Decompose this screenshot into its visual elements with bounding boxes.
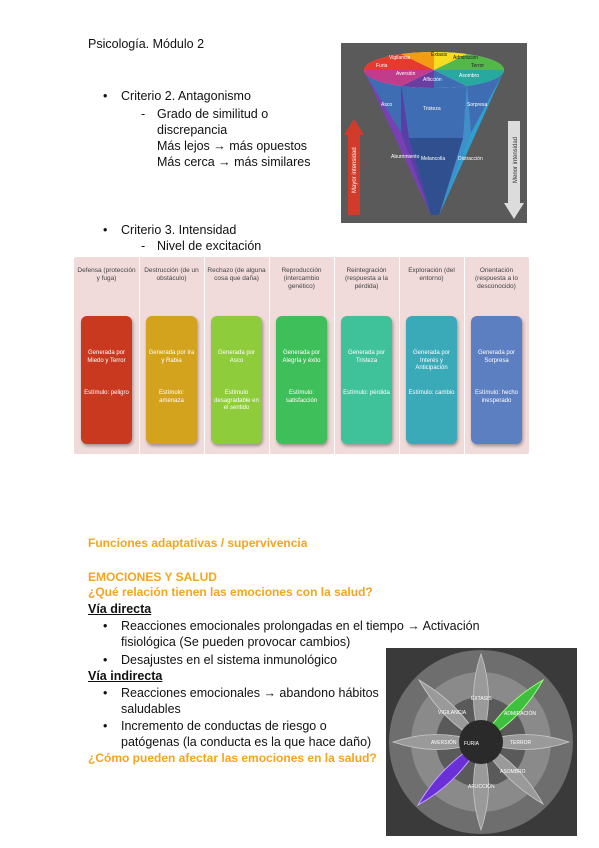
function-head: Exploración (del entorno)	[408, 267, 455, 282]
function-head: Destrucción (de un obstáculo)	[144, 267, 199, 282]
cone-label-extasis: Éxtasis	[431, 51, 448, 58]
criterio2-line2: Más cerca → más similares	[157, 155, 311, 169]
wheel-label-asombro: ASOMBRO	[500, 769, 526, 775]
cone-label-sorpresa: Sorpresa	[467, 102, 488, 108]
cone-label-aburrimiento: Aburrimiento	[391, 154, 420, 160]
pill-stimulus: Estímulo: satisfacción	[285, 390, 318, 404]
cone-label-asombro: Asombro	[459, 73, 479, 79]
pill-stimulus: Estímulo desagradable en el sentido	[214, 390, 259, 411]
pill-stimulus: Estímulo: peligro	[84, 390, 129, 396]
function-pill: Generada por Interés y Anticipación Estí…	[406, 316, 457, 444]
function-pill: Generada por Asco Estímulo desagradable …	[211, 316, 262, 444]
question-2: ¿Cómo pueden afectar las emociones en la…	[88, 751, 377, 765]
pill-generator: Generada por Interés y Anticipación	[412, 350, 451, 371]
pill-stimulus: Estímulo: cambio	[408, 390, 455, 396]
cone-left-label: Mayor intensidad	[352, 147, 358, 193]
criterio2-line1: Más lejos → más opuestos	[157, 139, 308, 153]
indirecta-item-2: Incremento de conductas de riesgo o	[103, 718, 327, 734]
pill-generator: Generada por Miedo y Terror	[87, 350, 126, 364]
function-column: Exploración (del entorno) Generada por I…	[399, 257, 465, 454]
cone-label-admiracion: Admiración	[453, 55, 478, 61]
cone-label-asco: Asco	[381, 102, 392, 108]
pill-generator: Generada por Alegría y éxito	[282, 350, 321, 364]
page-header: Psicología. Módulo 2	[88, 37, 205, 51]
cone-right-label: Menor intensidad	[513, 137, 519, 183]
function-column: Defensa (protección y fuga) Generada por…	[74, 257, 140, 454]
cone-label-vigilancia: Vigilancia	[389, 55, 411, 61]
pill-stimulus: Estímulo: hecho inesperado	[474, 390, 519, 404]
indirecta-item-1: Reacciones emocionales → abandono hábito…	[103, 685, 379, 701]
criterio2-title: Criterio 2. Antagonismo	[103, 88, 251, 104]
directa-item-2: Desajustes en el sistema inmunológico	[103, 652, 337, 668]
pill-generator: Generada por Sorpresa	[477, 350, 516, 364]
indirecta-item-1-cont: saludables	[121, 702, 181, 716]
cone-label-distraccion: Distracción	[458, 156, 483, 162]
cone-label-afliccion: Aflicción	[423, 77, 442, 83]
function-pill: Generada por Tristeza Estímulo: pérdida	[341, 316, 392, 444]
cone-label-aversion: Aversión	[396, 71, 416, 77]
emotion-cone-svg: Mayor intensidad Menor intensidad Éxtasi…	[341, 43, 527, 223]
via-directa-heading: Vía directa	[88, 602, 152, 616]
funciones-heading: Funciones adaptativas / supervivencia	[88, 536, 308, 550]
wheel-label-afliccion: AFLICCIÓN	[468, 783, 495, 790]
function-head: Rechazo (de alguna cosa que daña)	[207, 267, 266, 282]
function-head: Defensa (protección y fuga)	[77, 267, 136, 282]
cone-label-tristeza: Tristeza	[423, 106, 441, 112]
question-1: ¿Qué relación tienen las emociones con l…	[88, 585, 373, 599]
via-indirecta-heading: Vía indirecta	[88, 669, 163, 683]
functions-table: Defensa (protección y fuga) Generada por…	[74, 257, 529, 454]
emotion-wheel-figure: FURIA ÉXTASIS ADMIRACIÓN TERROR ASOMBRO …	[386, 648, 577, 836]
function-column: Reintegración (respuesta a la pérdida) G…	[334, 257, 400, 454]
pill-generator: Generada por Asco	[217, 350, 256, 364]
criterio3-title: Criterio 3. Intensidad	[103, 222, 236, 238]
wheel-label-aversion: AVERSIÓN	[431, 739, 457, 746]
cone-label-furia: Furia	[376, 63, 388, 69]
pill-stimulus: Estímulo: amenaza	[158, 390, 184, 404]
wheel-label-terror: TERROR	[510, 740, 532, 746]
wheel-label-extasis: ÉXTASIS	[471, 695, 492, 702]
indirecta-item-2-cont: patógenas (la conducta es la que hace da…	[121, 735, 372, 749]
function-head: Reintegración (respuesta a la pérdida)	[345, 267, 388, 290]
directa-item-1: Reacciones emocionales prolongadas en el…	[103, 618, 480, 634]
wheel-label-furia: FURIA	[464, 741, 480, 747]
pill-generator: Generada por Ira y Rabia	[148, 350, 195, 364]
function-column: Reproducción (intercambio genético) Gene…	[269, 257, 335, 454]
emotion-wheel-svg: FURIA ÉXTASIS ADMIRACIÓN TERROR ASOMBRO …	[386, 648, 577, 836]
criterio2-sub: Grado de similitud o	[141, 106, 268, 122]
directa-item-1-cont: fisiológica (Se pueden provocar cambios)	[121, 635, 351, 649]
criterio3-sub: Nivel de excitación	[141, 238, 261, 254]
cone-label-terror: Terror	[471, 63, 484, 69]
wheel-label-admiracion: ADMIRACIÓN	[504, 710, 536, 717]
pill-stimulus: Estímulo: pérdida	[343, 390, 390, 396]
pill-generator: Generada por Tristeza	[347, 350, 386, 364]
emotion-cone-figure: Mayor intensidad Menor intensidad Éxtasi…	[341, 43, 527, 223]
function-head: Orientación (respuesta a lo desconocido)	[475, 267, 518, 290]
function-column: Rechazo (de alguna cosa que daña) Genera…	[204, 257, 270, 454]
cone-label-melancolia: Melancolía	[421, 156, 445, 162]
function-column: Orientación (respuesta a lo desconocido)…	[464, 257, 529, 454]
function-head: Reproducción (intercambio genético)	[281, 267, 322, 290]
wheel-label-vigilancia: VIGILANCIA	[438, 710, 467, 716]
function-column: Destrucción (de un obstáculo) Generada p…	[139, 257, 205, 454]
function-pill: Generada por Miedo y Terror Estímulo: pe…	[81, 316, 132, 444]
function-pill: Generada por Sorpresa Estímulo: hecho in…	[471, 316, 522, 444]
function-pill: Generada por Ira y Rabia Estímulo: amena…	[146, 316, 197, 444]
emociones-salud-heading: EMOCIONES Y SALUD	[88, 570, 217, 584]
criterio2-sub2: discrepancia	[157, 123, 228, 137]
function-pill: Generada por Alegría y éxito Estímulo: s…	[276, 316, 327, 444]
